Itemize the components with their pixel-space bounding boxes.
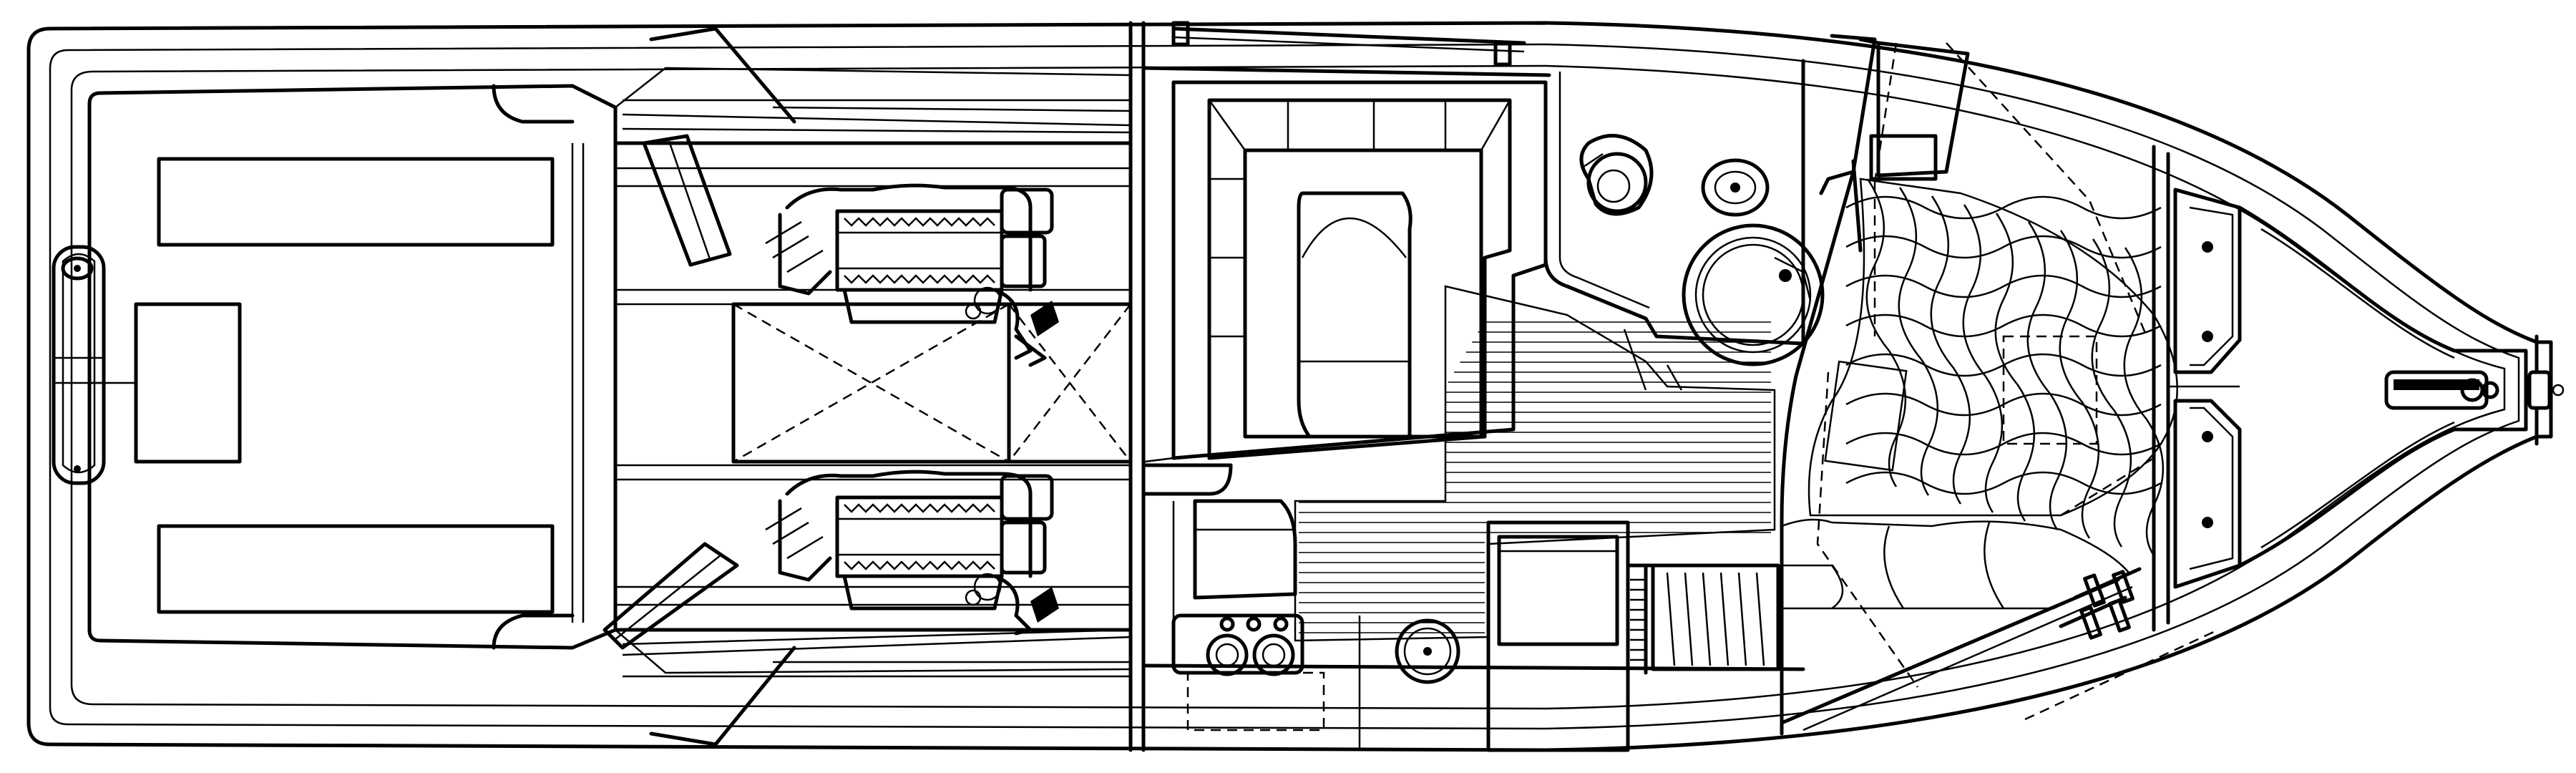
galley [1143, 520, 1805, 752]
cockpit-hatch [134, 302, 242, 464]
engine-starboard [765, 470, 1059, 636]
berth-netting-line [1898, 187, 1939, 496]
berth-netting-line [1865, 178, 1907, 487]
exhaust-starboard [602, 542, 739, 650]
shower-stall [1682, 223, 1825, 366]
berth-netting-line [1845, 432, 2162, 456]
head [1543, 59, 1825, 391]
berth-netting-line [2059, 230, 2100, 539]
berth-netting-line [2123, 247, 2165, 556]
companionway-steps [1651, 563, 1780, 671]
berth-netting-line [1845, 235, 2162, 259]
transom-door [52, 245, 106, 485]
berth-netting-line [2026, 221, 2068, 530]
engine-starboard-transmission [842, 574, 1004, 611]
windlass [2384, 370, 2489, 410]
berth-netting-line [1994, 213, 2036, 522]
side-decks [615, 26, 1132, 747]
salon-seat [1193, 499, 1297, 600]
anchor-locker [2152, 145, 2242, 632]
berth-netting-line [1845, 274, 2162, 298]
engine-room [602, 134, 1133, 650]
engine-port [765, 183, 1059, 367]
berth-hatch [2002, 335, 2098, 445]
cockpit-seat-port [157, 157, 555, 247]
berth-netting-line [1930, 195, 1971, 505]
refrigerator [1486, 520, 1630, 752]
forward-berth [1780, 34, 2219, 736]
main-bulkhead [1128, 21, 1551, 752]
hanging-locker [1869, 134, 1938, 181]
galley-locker [1186, 671, 1325, 731]
cockpit [52, 84, 618, 650]
dinette-seat [1297, 191, 1413, 439]
toilet [1579, 134, 1654, 216]
berth-netting-line [1845, 195, 2162, 220]
galley-sink [1395, 618, 1460, 684]
cockpit-seat-starboard [157, 524, 555, 614]
head-sink [1701, 158, 1770, 217]
salon-dinette [1141, 80, 1548, 630]
exhaust-port [642, 134, 732, 267]
engine-port-transmission [842, 288, 1004, 324]
berth-netting-line [1845, 471, 2162, 495]
bow-pulpit [2238, 205, 2565, 568]
berth-netting-line [1845, 313, 2162, 338]
